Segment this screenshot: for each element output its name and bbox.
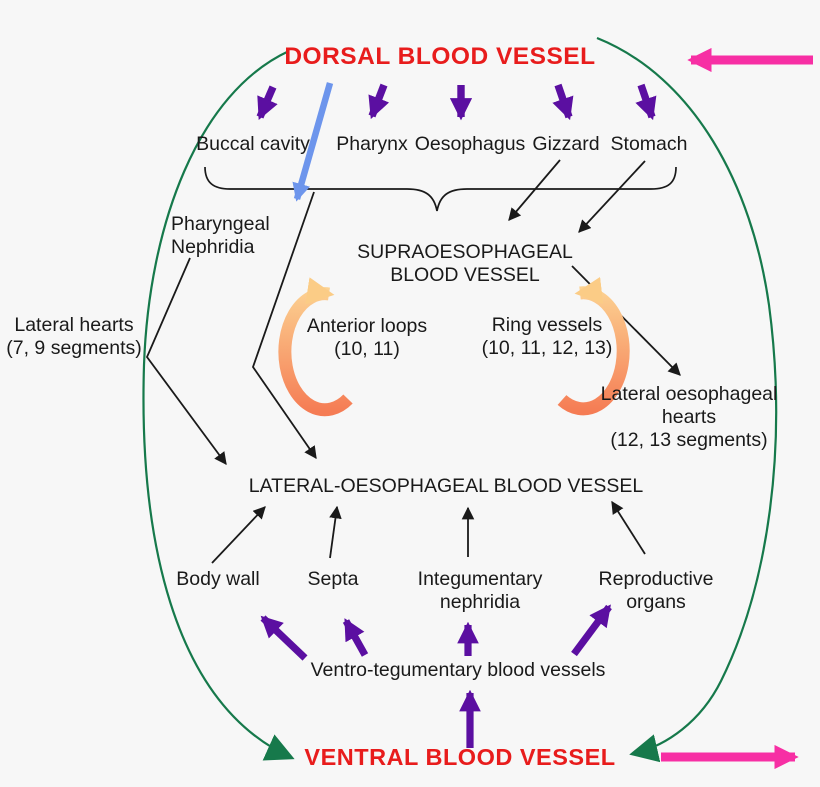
external-flow-arrows [661, 47, 813, 770]
dorsal-to-stomach-arrow [635, 83, 657, 121]
organ-label-pharynx: Pharynx [336, 133, 408, 155]
pharyngeal-nephridia-label: Pharyngeal Nephridia [171, 213, 270, 258]
dorsal-to-buccal-arrow [256, 85, 278, 121]
lateral-oesophageal-hearts-label: Lateral oesophageal hearts (12, 13 segme… [600, 383, 778, 451]
dorsal-blood-vessel-label: DORSAL BLOOD VESSEL [284, 43, 596, 70]
ventro-to-body-wall-arrow [260, 615, 308, 661]
brace-to-lateral-vessel-arrow [251, 191, 317, 460]
ring-vessels-curved-arrow [557, 276, 630, 416]
circulation-arc-left [142, 50, 295, 761]
organs-brace [204, 166, 677, 212]
ventro-tegumentary-label: Ventro-tegumentary blood vessels [310, 659, 606, 681]
organ-label-stomach: Stomach [610, 133, 688, 155]
circulation-arc-right [596, 36, 778, 763]
anterior-loops-label: Anterior loops (10, 11) [306, 315, 428, 360]
body-wall-to-vessel-arrow [211, 506, 266, 564]
pharyngeal-via-lateral-hearts-arrow [145, 257, 227, 466]
circulation-loop-arcs [142, 36, 778, 763]
ventro-to-septa-arrow [342, 618, 369, 657]
reproductive-to-vessel-arrow [611, 500, 646, 555]
supraoesophageal-vessel-label: SUPRAOESOPHAGEAL BLOOD VESSEL [357, 241, 573, 286]
organ-label-oesophagus: Oesophagus [414, 133, 526, 155]
ventro-to-reproductive-arrow [571, 604, 612, 657]
septa-to-vessel-arrow [329, 505, 342, 559]
dorsal-to-gizzard-arrow [552, 83, 574, 121]
ventral-side-arrows [260, 604, 612, 748]
ring-vessels-label: Ring vessels (10, 11, 12, 13) [481, 314, 613, 359]
organ-label-buccal-cavity: Buccal cavity [196, 133, 310, 155]
anterior-loops-curved-arrow [278, 277, 353, 417]
lateral-hearts-label: Lateral hearts (7, 9 segments) [6, 314, 142, 359]
septa-label: Septa [307, 568, 359, 590]
reproductive-organs-label: Reproductive organs [598, 568, 714, 613]
stomach-to-supraoesophageal-arrow [578, 160, 646, 233]
dorsal-to-organ-arrows [256, 83, 657, 121]
lateral-oesophageal-vessel-label: LATERAL-OESOPHAGEAL BLOOD VESSEL [248, 475, 644, 497]
gizzard-to-supraoesophageal-arrow [508, 159, 561, 221]
ventral-blood-vessel-label: VENTRAL BLOOD VESSEL [304, 744, 616, 770]
blue-anterior-flow-arrow [292, 82, 334, 202]
integumentary-nephridia-label: Integumentary nephridia [417, 568, 543, 613]
dorsal-to-pharynx-arrow [368, 83, 390, 120]
body-wall-label: Body wall [176, 568, 260, 590]
organ-label-gizzard: Gizzard [532, 133, 600, 155]
